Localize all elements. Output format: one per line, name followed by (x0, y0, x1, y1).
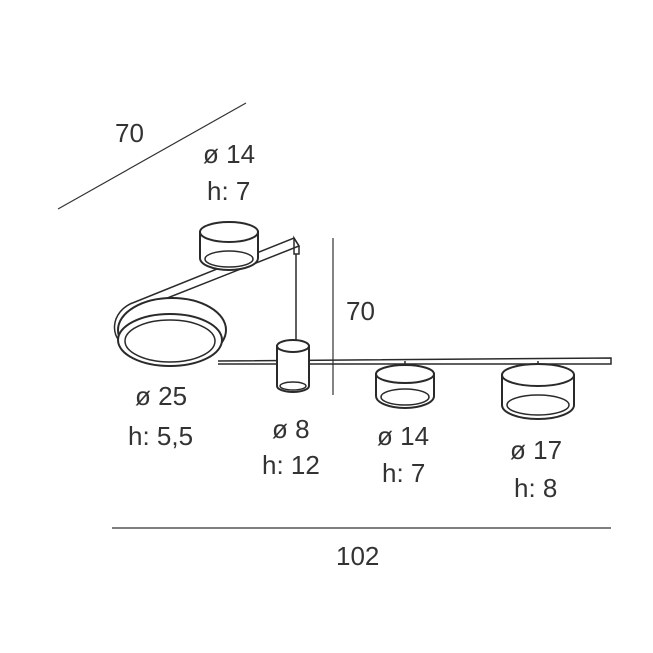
middle-spot-height-label: h: 7 (382, 458, 425, 488)
top-shade (199, 221, 259, 271)
middle-spot-diameter-label: ø 14 (377, 421, 429, 451)
right-spot-diameter-label: ø 17 (510, 435, 562, 465)
depth-dimension-label: 70 (115, 118, 144, 148)
top-shade-diameter-label: ø 14 (203, 139, 255, 169)
right-spot-height-label: h: 8 (514, 473, 557, 503)
pendant-cylinder-diameter-label: ø 8 (272, 414, 310, 444)
right-spot (501, 361, 575, 420)
pendant-cylinder (276, 339, 310, 393)
depth-dimension-line (57, 102, 247, 210)
top-shade-height-label: h: 7 (207, 176, 250, 206)
main-rail (217, 357, 612, 365)
height-dimension-label: 70 (346, 296, 375, 326)
width-dimension-label: 102 (336, 541, 379, 571)
pendant-cylinder-height-label: h: 12 (262, 450, 320, 480)
large-ring-diameter-label: ø 25 (135, 381, 187, 411)
middle-spot (375, 361, 435, 409)
large-ring (117, 297, 227, 367)
large-ring-height-label: h: 5,5 (128, 421, 193, 451)
